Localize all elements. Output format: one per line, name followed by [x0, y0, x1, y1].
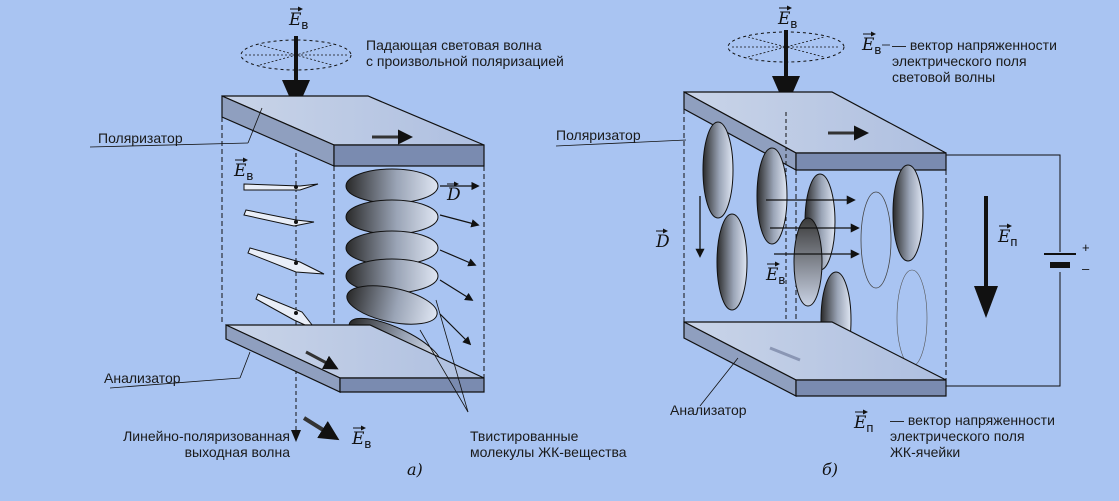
left-polarizer-label: Поляризатор: [98, 130, 183, 146]
svg-text:+: +: [1082, 240, 1090, 255]
molecules-label: Твистированные молекулы ЖК-вещества: [470, 428, 627, 460]
left-lc-molecules: [345, 168, 442, 371]
right-analyzer-plate: [683, 321, 947, 397]
caption-a: а): [407, 460, 423, 479]
right-cell: Eв Eв D Eв Eп Eп + –: [555, 5, 1090, 435]
right-battery-circuit: [946, 154, 1076, 387]
left-analyzer-plate: [225, 324, 485, 393]
left-polarizer-plate: [221, 95, 485, 167]
left-e-vectors: [243, 183, 325, 331]
svg-text:–: –: [1082, 261, 1090, 276]
left-analyzer-label: Анализатор: [104, 370, 181, 386]
svg-text:Eп: Eп: [997, 227, 1017, 249]
incident-wave-label: Падающая световая волна с произвольной п…: [366, 37, 564, 69]
e-p-definition: — вектор напряженности электрического по…: [890, 412, 1055, 460]
svg-text:Eв: Eв: [288, 10, 308, 32]
svg-text:Eв: Eв: [861, 35, 881, 57]
left-director-arrows: [439, 181, 480, 346]
right-e-arrows: [766, 195, 860, 259]
svg-text:D: D: [655, 232, 670, 252]
right-analyzer-label: Анализатор: [670, 402, 747, 418]
caption-b: б): [822, 460, 839, 479]
e-v-definition: — вектор напряженности электрического по…: [892, 37, 1057, 85]
right-polarizer-label: Поляризатор: [556, 127, 641, 143]
svg-text:Eв: Eв: [351, 429, 371, 451]
left-cell: Eв Eв D Eв: [89, 6, 485, 451]
svg-text:D: D: [446, 185, 461, 205]
svg-text:Eв: Eв: [777, 9, 797, 31]
svg-text:Eв: Eв: [233, 161, 253, 183]
svg-text:Eв: Eв: [765, 265, 785, 287]
svg-text:Eп: Eп: [853, 413, 873, 435]
output-wave-label: Линейно-поляризованная выходная волна: [123, 428, 290, 460]
